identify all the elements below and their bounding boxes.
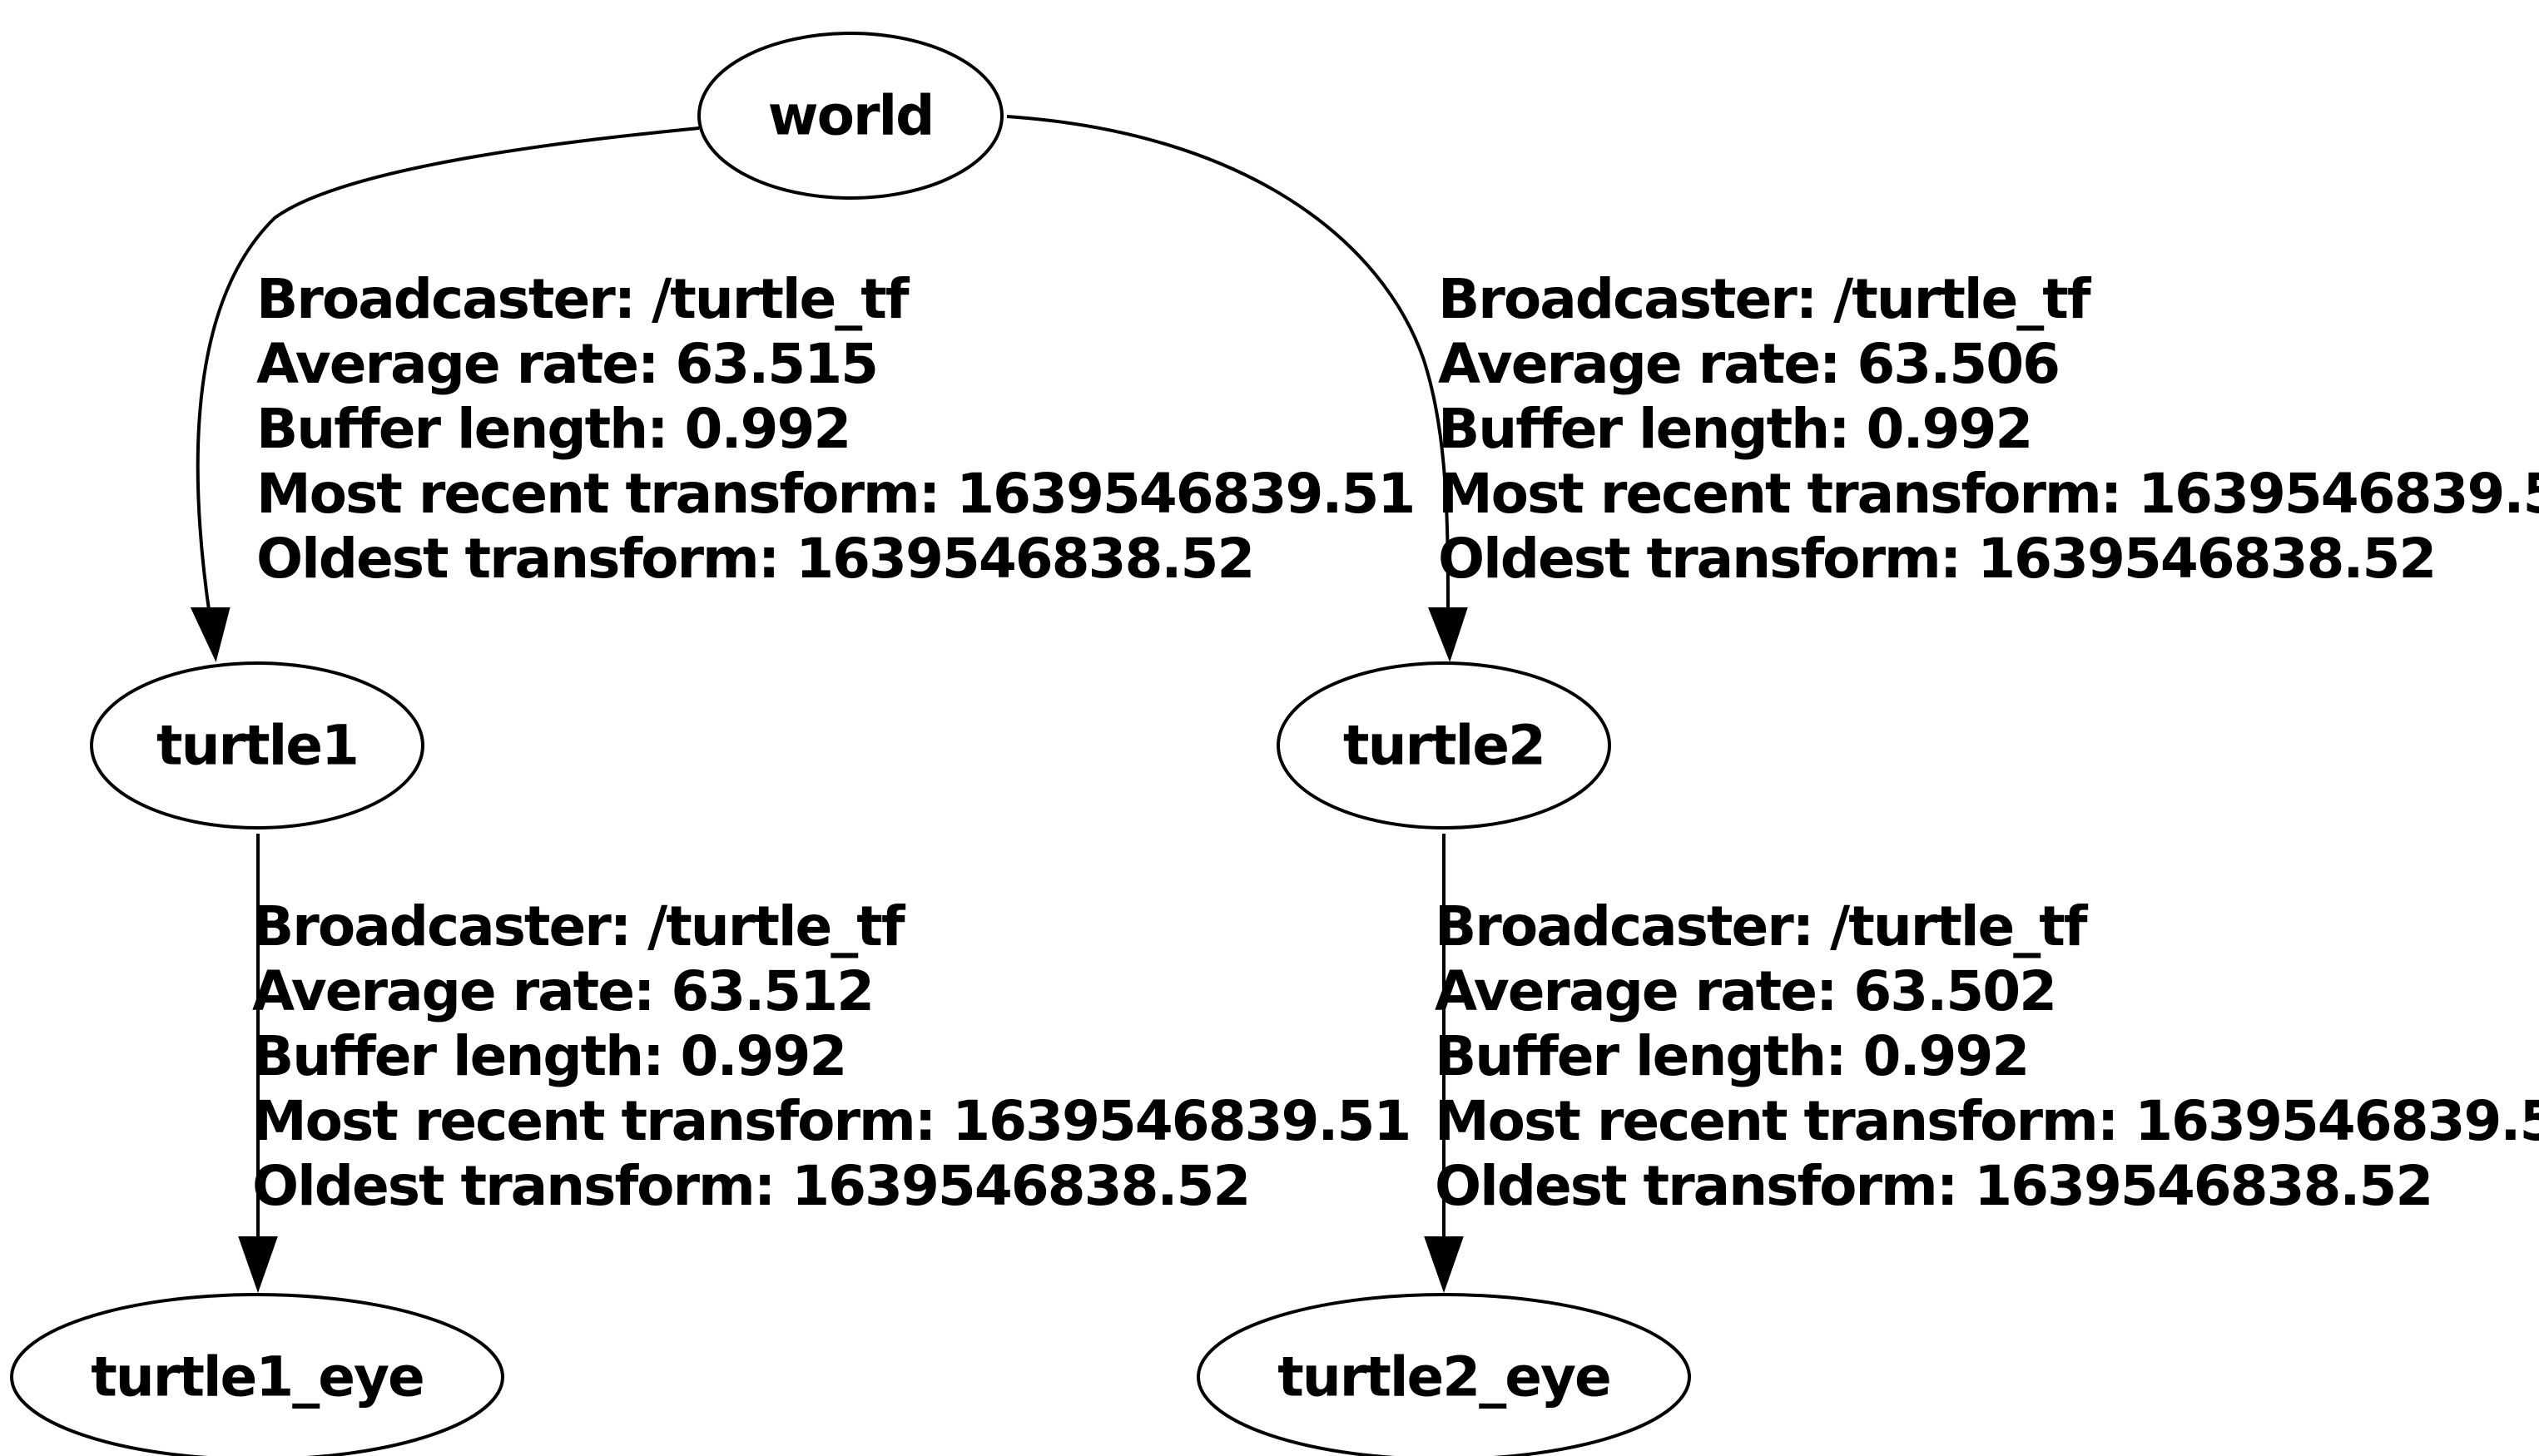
arrowhead xyxy=(1424,1236,1464,1294)
edge-label-turtle2-turtle2-eye: Broadcaster: /turtle_tf Average rate: 63… xyxy=(1435,894,2539,1218)
most-recent-transform-text: Most recent transform: 1639546839.51 xyxy=(1438,462,2539,526)
node-label: turtle2_eye xyxy=(1277,1345,1610,1409)
buffer-length-text: Buffer length: 0.992 xyxy=(1438,397,2031,461)
node-label: turtle1 xyxy=(156,714,358,778)
edge-line xyxy=(196,126,700,617)
node-turtle2-eye[interactable]: turtle2_eye xyxy=(1197,1293,1691,1456)
edge-world-turtle1 xyxy=(190,126,700,662)
edge-line xyxy=(1006,115,1450,617)
node-shape xyxy=(1277,661,1611,830)
most-recent-transform-text: Most recent transform: 1639546839.51 xyxy=(1435,1089,2539,1153)
broadcaster-text: Broadcaster: /turtle_tf xyxy=(252,894,906,958)
node-world[interactable]: world xyxy=(697,32,1004,200)
buffer-length-text: Buffer length: 0.992 xyxy=(256,397,850,461)
node-label: turtle2 xyxy=(1343,714,1545,778)
node-shape xyxy=(1197,1293,1691,1456)
average-rate-text: Average rate: 63.512 xyxy=(252,959,873,1023)
arrowhead xyxy=(190,607,231,662)
node-shape xyxy=(90,661,424,830)
buffer-length-text: Buffer length: 0.992 xyxy=(252,1024,846,1088)
average-rate-text: Average rate: 63.502 xyxy=(1435,959,2055,1023)
broadcaster-text: Broadcaster: /turtle_tf xyxy=(1438,267,2092,331)
node-turtle2[interactable]: turtle2 xyxy=(1277,661,1611,830)
most-recent-transform-text: Most recent transform: 1639546839.51 xyxy=(252,1089,1410,1153)
oldest-transform-text: Oldest transform: 1639546838.52 xyxy=(256,527,1253,591)
edge-turtle2-turtle2-eye xyxy=(1424,834,1464,1294)
broadcaster-text: Broadcaster: /turtle_tf xyxy=(256,267,910,331)
average-rate-text: Average rate: 63.515 xyxy=(256,332,877,396)
buffer-length-text: Buffer length: 0.992 xyxy=(1435,1024,2028,1088)
node-turtle1-eye[interactable]: turtle1_eye xyxy=(10,1293,504,1456)
node-shape xyxy=(697,32,1004,200)
average-rate-text: Average rate: 63.506 xyxy=(1438,332,2059,396)
edge-turtle1-turtle1-eye xyxy=(238,834,278,1294)
arrowhead xyxy=(1428,607,1468,662)
edge-world-turtle2 xyxy=(1006,115,1468,662)
edge-label-turtle1-turtle1-eye: Broadcaster: /turtle_tf Average rate: 63… xyxy=(252,894,1411,1218)
edge-label-world-turtle2: Broadcaster: /turtle_tf Average rate: 63… xyxy=(1438,267,2539,591)
broadcaster-text: Broadcaster: /turtle_tf xyxy=(1435,894,2089,958)
oldest-transform-text: Oldest transform: 1639546838.52 xyxy=(1438,527,2435,591)
arrowhead xyxy=(238,1236,278,1294)
oldest-transform-text: Oldest transform: 1639546838.52 xyxy=(1435,1154,2432,1218)
node-turtle1[interactable]: turtle1 xyxy=(90,661,424,830)
node-label: world xyxy=(768,84,934,148)
node-shape xyxy=(10,1293,504,1456)
edge-label-world-turtle1: Broadcaster: /turtle_tf Average rate: 63… xyxy=(256,267,1416,591)
most-recent-transform-text: Most recent transform: 1639546839.51 xyxy=(256,462,1414,526)
node-label: turtle1_eye xyxy=(91,1345,424,1409)
oldest-transform-text: Oldest transform: 1639546838.52 xyxy=(252,1154,1249,1218)
